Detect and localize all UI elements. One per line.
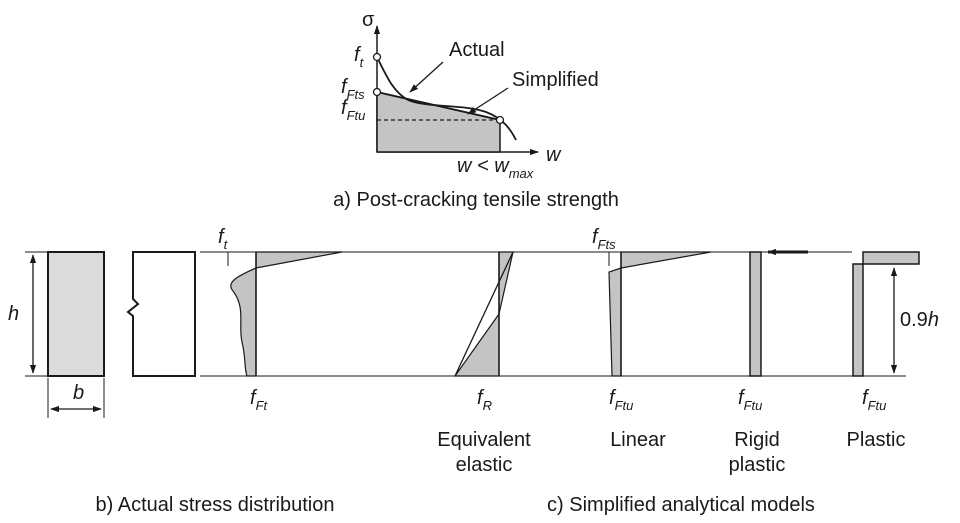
linear-top-triangle (620, 251, 712, 269)
fFts-top-label: fFts (592, 226, 616, 252)
fFtu-plastic-label: fFtu (862, 387, 886, 413)
simplified-area (376, 91, 501, 153)
linear-tension-block (608, 267, 622, 377)
model-name-rigid-2: plastic (729, 454, 786, 476)
elastic-diagonal (454, 251, 514, 377)
ft-point (372, 52, 382, 62)
fFtu-linear-label: fFtu (609, 387, 633, 413)
fR-label: fR (477, 387, 492, 413)
elastic-top-triangle (498, 251, 514, 315)
fts-point (372, 87, 382, 97)
caption-c: c) Simplified analytical models (547, 494, 815, 516)
h-label: h (8, 303, 19, 325)
actual-stress-panel: h b ft fFt b) Actual stress distribution (8, 226, 343, 516)
ft-label: ft (354, 44, 365, 70)
actual-stress-top (255, 251, 343, 269)
model-name-rigid-1: Rigid (734, 429, 780, 451)
model-linear: fFts fFtu Linear (592, 226, 712, 451)
w-max-label: w < wmax (457, 155, 534, 181)
simplified-label: Simplified (512, 69, 599, 91)
ftu-label: fFtu (341, 97, 365, 123)
rigid-stress-block (749, 251, 762, 377)
simplified-models-panel: fR Equivalent elastic fFts fFtu Linear f… (437, 226, 939, 516)
actual-label: Actual (449, 39, 505, 61)
lever-arm-label: 0.9h (900, 309, 939, 331)
w-label: w (546, 144, 562, 166)
ft-top-label: ft (218, 226, 229, 252)
model-name-linear: Linear (610, 429, 666, 451)
fts-label: fFts (341, 76, 365, 102)
model-name-plastic: Plastic (847, 429, 906, 451)
fFtu-rigid-label: fFtu (738, 387, 762, 413)
model-plastic: 0.9h fFtu Plastic (847, 251, 939, 451)
side-elevation (126, 251, 196, 377)
model-name-elastic-1: Equivalent (437, 429, 531, 451)
fFt-label: fFt (250, 387, 269, 413)
elastic-bottom-triangle (453, 312, 500, 377)
plastic-tension-block (852, 263, 864, 377)
model-equivalent-elastic: fR Equivalent elastic (437, 251, 531, 476)
caption-b: b) Actual stress distribution (96, 494, 335, 516)
sigma-label: σ (362, 9, 375, 31)
cross-section (47, 251, 105, 377)
plastic-compression-block (862, 251, 920, 265)
b-label: b (73, 382, 84, 404)
actual-leader-arrow (409, 61, 444, 93)
model-name-elastic-2: elastic (456, 454, 513, 476)
actual-curve (376, 56, 517, 141)
ftu-point (495, 115, 505, 125)
caption-a: a) Post-cracking tensile strength (333, 189, 619, 211)
simplified-leader-arrow (467, 87, 509, 115)
post-cracking-diagram: σ ft fFts fFtu Actual Simplified w w < w… (333, 9, 619, 211)
model-rigid-plastic: fFtu Rigid plastic (729, 248, 808, 476)
actual-stress-bottom (230, 267, 257, 377)
